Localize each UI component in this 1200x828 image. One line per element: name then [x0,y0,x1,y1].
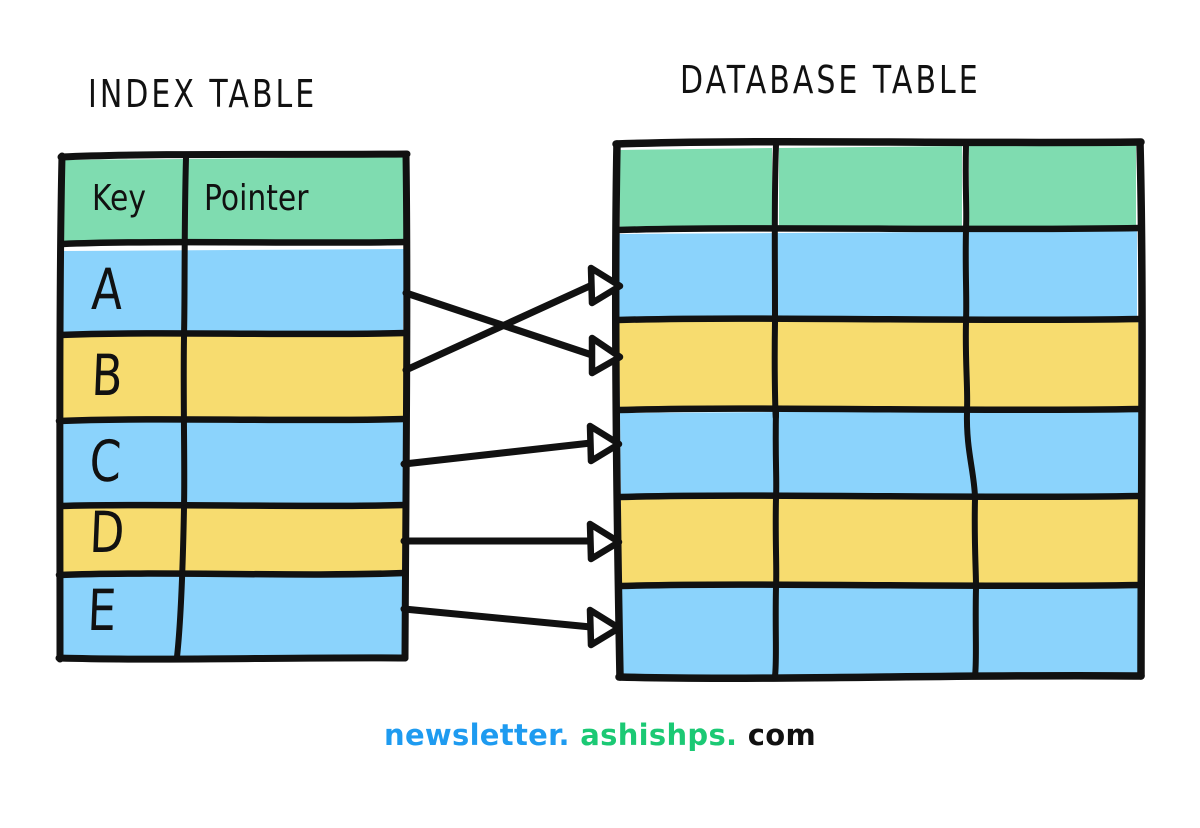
pointer-arrow-e [400,605,623,649]
watermark: newsletter. ashishps. com [0,718,1200,752]
index-row-d-fill [59,506,403,575]
watermark-com: com [737,718,816,752]
db-header-cell-2-fill [779,146,962,227]
pointer-arrow-b [402,264,624,374]
pointer-arrow-c [400,422,623,468]
watermark-dot-1: . [558,718,570,752]
watermark-dot-2: . [726,718,738,752]
db-row-1-fill [619,231,1137,320]
db-row-2-fill [619,319,1139,410]
db-row-3-fill [620,410,1140,497]
watermark-ashishps: ashishps [569,718,727,752]
index-table-title: INDEX TABLE [88,72,318,117]
index-table-fills [58,157,405,659]
index-row-b-fill [60,334,404,421]
index-row-e-fill [58,574,404,659]
db-header-cell-3-fill [969,145,1136,226]
database-table-strokes [612,137,1146,683]
index-row-a-fill [59,249,404,335]
index-header-fill [62,157,405,243]
pointer-arrow-d [400,520,623,563]
index-row-c-fill [58,420,404,507]
pointer-arrow-a [402,289,624,377]
database-table-title: DATABASE TABLE [680,58,981,103]
watermark-newsletter: newsletter [384,718,559,752]
database-table-fills [619,145,1140,676]
db-row-5-fill [621,585,1140,676]
db-row-4-fill [621,496,1140,586]
index-table-strokes [55,150,411,663]
pointer-arrows [400,264,624,649]
db-header-cell-1-fill [620,148,772,229]
